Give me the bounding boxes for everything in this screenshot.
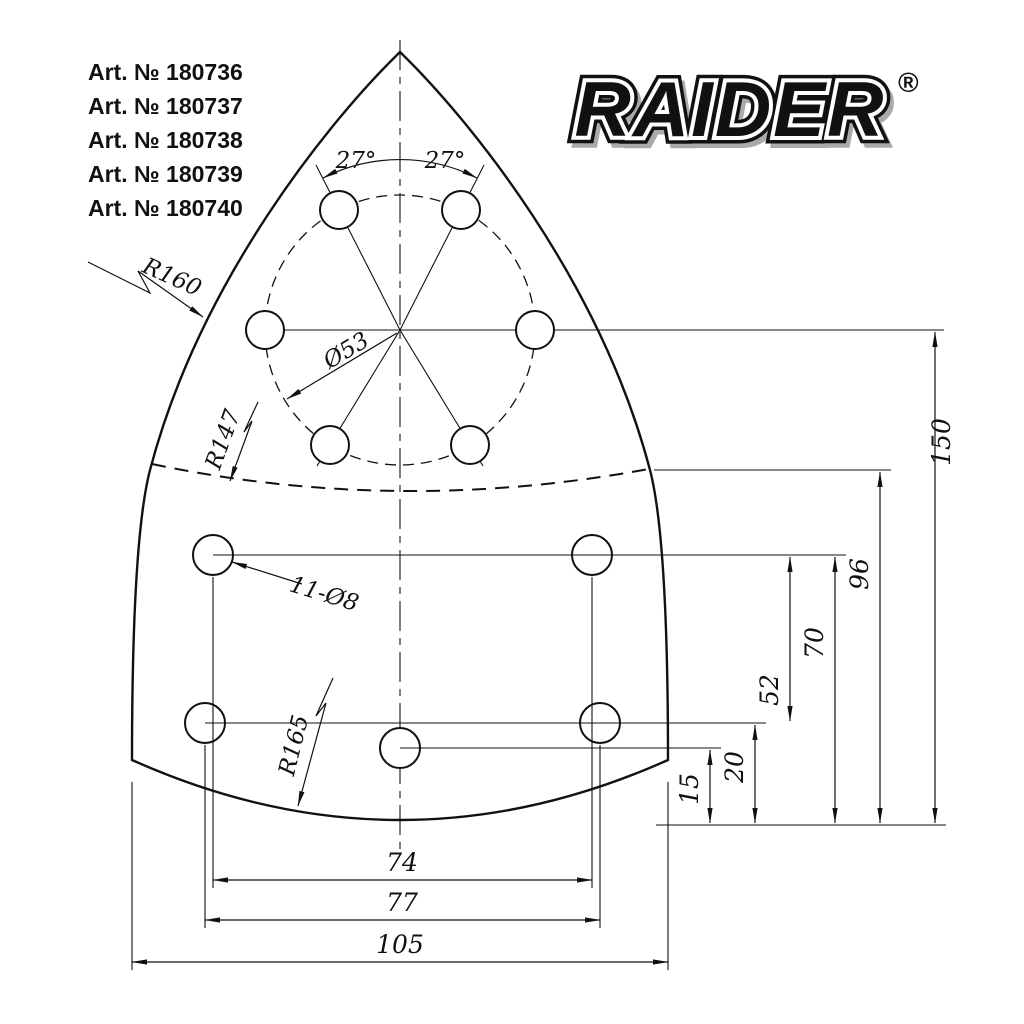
leader-holes-callout [231, 561, 303, 585]
article-number: Art. № 180736 [88, 59, 243, 85]
dim-15-label: 15 [675, 773, 704, 805]
article-number: Art. № 180738 [88, 127, 243, 153]
logo-outline-outer: RAIDER [574, 65, 885, 153]
logo-text: RAIDER [574, 65, 885, 153]
article-number: Art. № 180739 [88, 161, 243, 187]
bolt-hole [245, 310, 285, 350]
dim-20-label: 20 [720, 751, 749, 784]
horizontal-dimensions: 74 77 105 [131, 848, 669, 965]
logo-outline-inner: RAIDER [574, 65, 885, 153]
extension-lines [131, 469, 946, 970]
article-number: Art. № 180740 [88, 195, 243, 221]
bolt-hole [319, 190, 359, 230]
registered-trademark-symbol: ® [898, 67, 919, 98]
dim-77-label: 77 [386, 888, 418, 917]
leader-r165 [297, 677, 334, 807]
angle-dimension: 27° 27° [322, 148, 478, 179]
article-number: Art. № 180737 [88, 93, 243, 119]
raider-logo: RAIDER RAIDER RAIDER RAIDER ® [567, 58, 919, 166]
dim-74-label: 74 [386, 848, 418, 877]
dim-96-label: 96 [845, 558, 874, 590]
logo-shadow: RAIDER [578, 70, 889, 158]
leader-r160 [87, 261, 204, 318]
bolt-hole [450, 425, 490, 465]
bolt-hole [441, 190, 481, 230]
vertical-dimensions: 150 96 70 52 20 15 [675, 331, 956, 824]
bolt-hole [515, 310, 555, 350]
dim-105-label: 105 [376, 930, 424, 959]
dim-70-label: 70 [800, 627, 829, 659]
angle-left-label: 27° [335, 148, 377, 174]
article-number-list: Art. № 180736 Art. № 180737 Art. № 18073… [88, 59, 243, 221]
angle-arc [322, 159, 478, 179]
leader-bolt-circle-dia [286, 332, 398, 400]
leader-r147 [229, 401, 259, 482]
dim-52-label: 52 [755, 674, 784, 706]
angle-right-label: 27° [424, 148, 466, 174]
bolt-hole [310, 425, 350, 465]
dim-150-label: 150 [927, 418, 956, 466]
pad-section-arc [151, 463, 655, 493]
